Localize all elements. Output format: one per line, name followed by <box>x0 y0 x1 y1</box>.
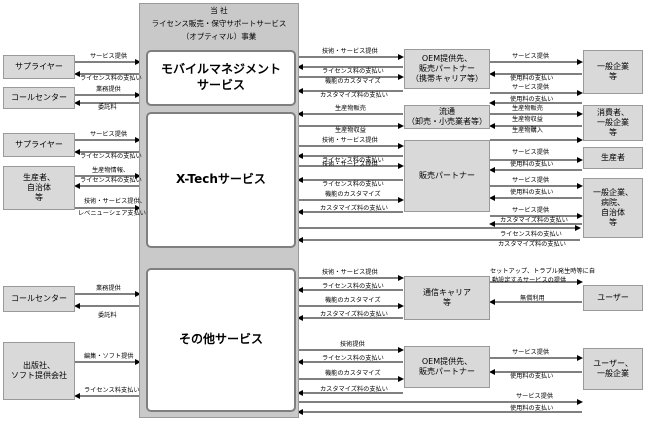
label: カスタマイズ料の支払い <box>498 241 566 248</box>
label: ライセンス料の支払い <box>322 157 384 164</box>
label: サービス提供 <box>90 53 128 60</box>
label: ライセンス料の支払い <box>322 181 384 188</box>
label: サービス提供 <box>512 207 550 214</box>
label: カスタマイズ料の支払い <box>500 217 568 224</box>
left-publisher: 出版社、 ソフト提供会社 <box>3 342 75 400</box>
label: セットアップ、トラブル発生時等に自 <box>490 268 596 275</box>
service-xtech: X-Techサービス <box>146 112 296 248</box>
label: 業務提供 <box>96 285 121 292</box>
label: 技術・サービス提供 <box>322 48 378 55</box>
mid-oem-partner-2: OEM提供先、 販売パートナー <box>404 346 490 388</box>
mid-carrier: 通信キャリア 等 <box>404 276 490 320</box>
label: 業務提供 <box>96 86 121 93</box>
label: 技術・サービス提供 <box>322 137 378 144</box>
label: カスタマイズ料の支払い <box>320 386 388 393</box>
service-mobile-management: モバイルマネジメント サービス <box>146 50 296 106</box>
label: 使用料の支払い <box>510 75 554 82</box>
left-supplier-1: サプライヤー <box>3 55 75 79</box>
label: 技術・サービス提供 <box>322 269 378 276</box>
mid-oem-partner-1: OEM提供先、 販売パートナー （携帯キャリア等） <box>404 49 490 89</box>
left-callcenter-1: コールセンター <box>3 87 75 109</box>
label: カスタマイズ料の支払い <box>320 205 388 212</box>
label: 委託料 <box>98 104 117 111</box>
mid-sales-partner: 販売パートナー <box>404 140 490 212</box>
label: ライセンス料の支払い <box>322 355 384 362</box>
label: 委託料 <box>98 312 117 319</box>
label: 生産物収益 <box>512 116 543 123</box>
label: 機能のカスタマイズ <box>325 297 381 304</box>
label: サービス提供 <box>512 349 550 356</box>
label: 生産物情報、 <box>92 167 130 174</box>
label: カスタマイズ料の支払い <box>320 92 388 99</box>
business-line-1: ライセンス販売・保守サポートサービス <box>151 19 287 28</box>
right-user: ユーザー <box>583 285 643 311</box>
label: カスタマイズ料の支払い <box>320 311 388 318</box>
label: 編集・ソフト提供 <box>84 353 134 360</box>
label: ライセンス料の支払い <box>500 231 562 238</box>
label: 機能のカスタマイズ <box>325 191 381 198</box>
right-consumer: 消費者、 一般企業 等 <box>583 105 643 141</box>
left-supplier-2: サプライヤー <box>3 133 75 157</box>
label: 動設定するサービスの提供 <box>492 277 567 284</box>
label: サービス提供 <box>512 149 550 156</box>
label: 技術・サービス提供 <box>322 161 378 168</box>
label: サービス提供 <box>512 53 550 60</box>
label: 使用料の支払い <box>510 373 554 380</box>
label: 使用料の支払い <box>510 189 554 196</box>
label: 生産物収益 <box>335 127 366 134</box>
label: 無償利用 <box>520 295 545 302</box>
mid-distribution: 流通 （卸売・小売業者等） <box>404 105 490 129</box>
label: サービス提供 <box>512 177 550 184</box>
label: ライセンス料支払い <box>84 387 140 394</box>
label: 技術・サービス提供、 <box>84 198 146 205</box>
label: サービス提供 <box>512 84 550 91</box>
left-producer-gov: 生産者、 自治体 等 <box>3 166 75 210</box>
business-line-2: （オプティマル）事業 <box>181 32 257 41</box>
label: 生産物販売 <box>512 105 543 112</box>
label: 使用料の支払い <box>510 161 554 168</box>
company-title: 当 社 <box>210 6 228 15</box>
right-user-company: ユーザー、 一般企業 <box>583 348 643 390</box>
label: サービス提供 <box>516 393 554 400</box>
label: ライセンス料の支払い <box>80 75 142 82</box>
label: 使用料の支払い <box>510 96 554 103</box>
left-callcenter-2: コールセンター <box>3 286 75 312</box>
label: ライセンス料の支払い <box>80 153 142 160</box>
label: 機能のカスタマイズ <box>325 370 381 377</box>
label: ライセンス料の支払い <box>322 68 384 75</box>
label: レベニューシェア支払い <box>78 210 146 217</box>
label: 技術提供 <box>340 341 365 348</box>
right-company-hospital: 一般企業、 病院、 自治体 等 <box>583 178 643 238</box>
right-producer: 生産者 <box>583 147 643 169</box>
label: ライセンス料の支払い <box>322 283 384 290</box>
label: 使用料の支払い <box>510 405 554 412</box>
right-general-company: 一般企業 等 <box>583 50 643 94</box>
label: 機能のカスタマイズ <box>325 78 381 85</box>
label: 生産物購入 <box>512 127 543 134</box>
label: サービス提供 <box>90 131 128 138</box>
label: ライセンス料の支払い <box>80 177 142 184</box>
label: 生産物販売 <box>335 105 366 112</box>
service-other: その他サービス <box>146 268 296 412</box>
